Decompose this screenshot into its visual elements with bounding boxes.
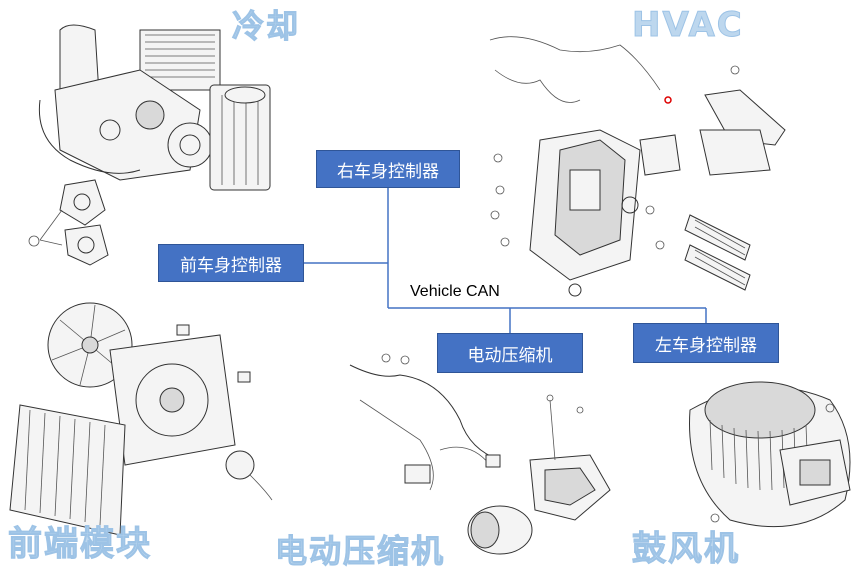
bus-label-vehicle-can: Vehicle CAN: [410, 283, 500, 300]
section-title-front-end-module: 前端模块: [8, 524, 152, 564]
blower-illustration: [689, 381, 851, 528]
network-lines: [304, 188, 707, 333]
hvac-illustration: [489, 36, 786, 297]
node-front-body-controller: 前车身控制器: [158, 244, 304, 282]
section-title-blower: 鼓风机: [632, 529, 740, 569]
cooling-illustration: [28, 24, 271, 266]
node-right-body-controller: 右车身控制器: [316, 150, 460, 188]
front-end-module-illustration: [9, 302, 273, 536]
node-e-compressor: 电动压缩机: [437, 333, 583, 373]
e-compressor-illustration: [349, 353, 611, 555]
section-title-hvac: HVAC: [632, 5, 744, 45]
section-title-e-compressor: 电动压缩机: [274, 532, 446, 570]
node-left-body-controller: 左车身控制器: [633, 323, 779, 363]
section-title-cooling: 冷却: [231, 7, 301, 45]
